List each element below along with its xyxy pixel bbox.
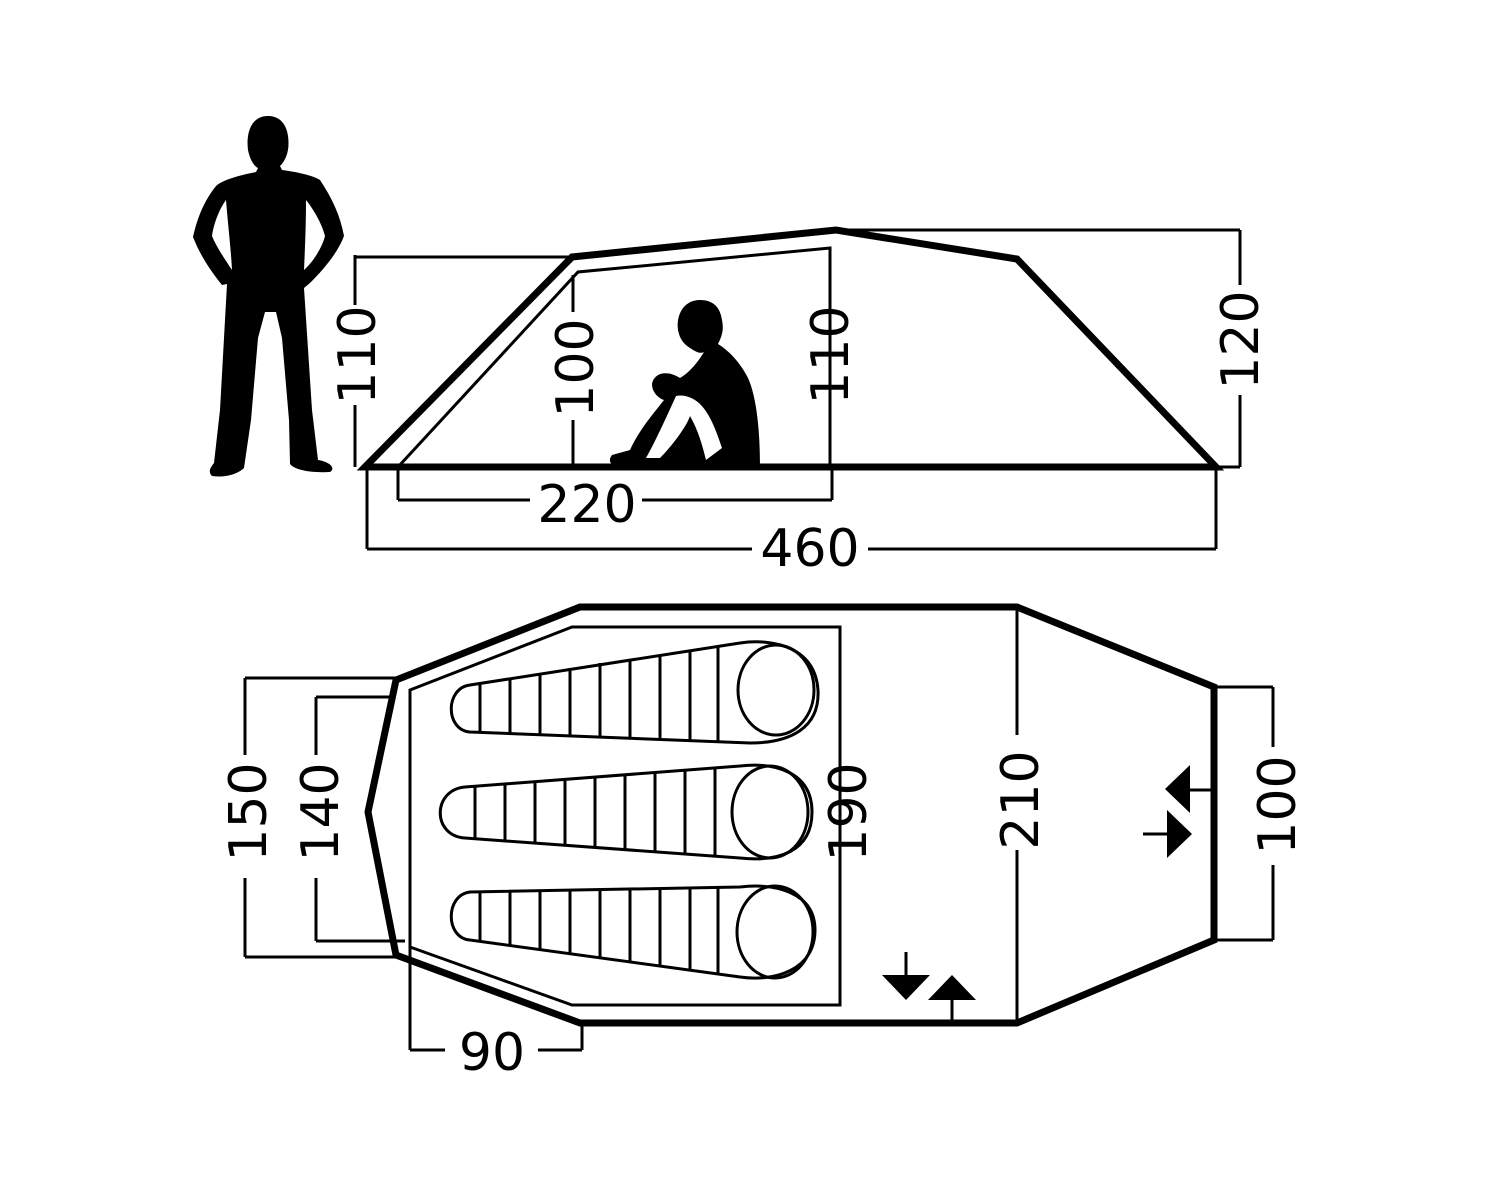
dimension-left-height: 110 xyxy=(328,255,572,467)
dimension-vestibule-width: 210 xyxy=(991,750,1051,849)
side-view: 110 100 110 120 220 xyxy=(193,116,1271,579)
dimension-inner-height: 100 xyxy=(546,275,606,467)
entrance-arrow-icon xyxy=(882,952,976,1023)
tent-side-outline xyxy=(356,226,1225,471)
sleeping-bag-icon xyxy=(449,640,820,745)
dimension-outer-width-left: 150 xyxy=(219,676,396,959)
sleeping-bag-icon xyxy=(449,884,817,980)
dimension-inner-length: 220 xyxy=(396,467,834,535)
dimension-label: 110 xyxy=(801,305,861,404)
dimension-label: 90 xyxy=(459,1023,525,1083)
floor-plan: 150 140 190 210 100 xyxy=(219,603,1308,1083)
dimension-front-depth: 90 xyxy=(408,947,584,1083)
dimension-label: 140 xyxy=(291,762,351,861)
dimension-right-height: 120 xyxy=(836,228,1271,469)
dimension-inner-width-left: 140 xyxy=(291,695,405,943)
inner-tent-outline xyxy=(396,246,832,469)
dimension-label: 210 xyxy=(991,750,1051,849)
standing-person-icon xyxy=(193,116,344,477)
dimension-mid-height: 110 xyxy=(801,248,861,467)
fly-outline xyxy=(364,603,1218,1027)
dimension-label: 220 xyxy=(537,475,636,535)
dimension-label: 120 xyxy=(1211,290,1271,389)
sleeping-bag-icon xyxy=(438,763,814,861)
dimension-label: 100 xyxy=(1248,755,1308,854)
entrance-arrow-icon xyxy=(1143,765,1214,858)
dimension-rear-width: 100 xyxy=(1214,685,1308,942)
dimension-inner-length-plan: 190 xyxy=(819,627,879,1005)
dimension-label: 150 xyxy=(219,762,279,861)
dimension-label: 460 xyxy=(760,519,859,579)
dimension-label: 110 xyxy=(328,305,388,404)
dimension-label: 190 xyxy=(819,762,879,861)
sitting-person-icon xyxy=(609,300,760,466)
dimension-total-length: 460 xyxy=(365,467,1218,579)
dimension-label: 100 xyxy=(546,318,606,417)
